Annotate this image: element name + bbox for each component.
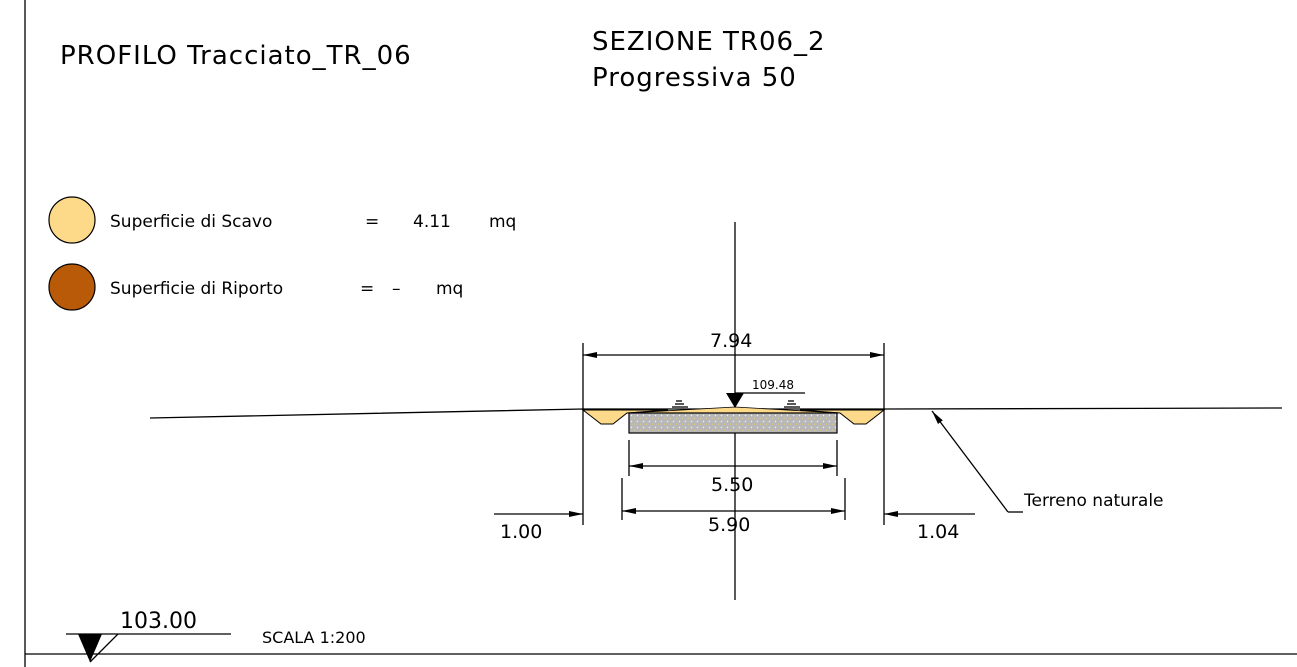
profile-title: PROFILO Tracciato_TR_06: [60, 41, 412, 71]
terrain-label: Terreno naturale: [1023, 491, 1164, 511]
fill-swatch-icon: [48, 263, 96, 311]
excavation-unit: mq: [489, 212, 516, 232]
excavation-equals: =: [365, 212, 379, 232]
dim-carriageway: 5.50: [711, 474, 753, 496]
excavation-label: Superficie di Scavo: [110, 212, 272, 232]
datum-triangle-edge: [89, 633, 119, 663]
legend-fill: Superficie di Riporto = – mq: [48, 263, 463, 311]
fill-equals: =: [360, 279, 374, 299]
terrain-leader-line: [931, 410, 1009, 513]
scale-label: SCALA 1:200: [262, 628, 366, 647]
dim-right-offset: 1.04: [917, 521, 959, 543]
fill-value: –: [392, 279, 401, 299]
datum-elevation: 103.00: [120, 609, 197, 634]
dim-left-offset: 1.00: [500, 521, 542, 543]
dim-total-width: 7.94: [710, 330, 752, 352]
axis-elevation-label: 109.48: [752, 378, 794, 392]
legend-excavation: Superficie di Scavo = 4.11 mq: [48, 196, 516, 244]
axis-elevation-triangle-icon: [726, 393, 744, 408]
fill-unit: mq: [436, 279, 463, 299]
excavation-swatch-icon: [48, 196, 96, 244]
datum-triangle-icon: [78, 634, 102, 662]
lane-marker-right-icon: [784, 400, 800, 408]
excavation-value: 4.11: [413, 212, 451, 232]
excavation-left-ditch: [581, 409, 669, 425]
fill-label: Superficie di Riporto: [110, 279, 283, 299]
dim-platform: 5.90: [708, 514, 750, 536]
lane-marker-left-icon: [672, 400, 688, 408]
pavement-layer: [628, 412, 838, 434]
progressive-title: Progressiva 50: [592, 63, 797, 93]
section-title: SEZIONE TR06_2: [592, 27, 826, 57]
